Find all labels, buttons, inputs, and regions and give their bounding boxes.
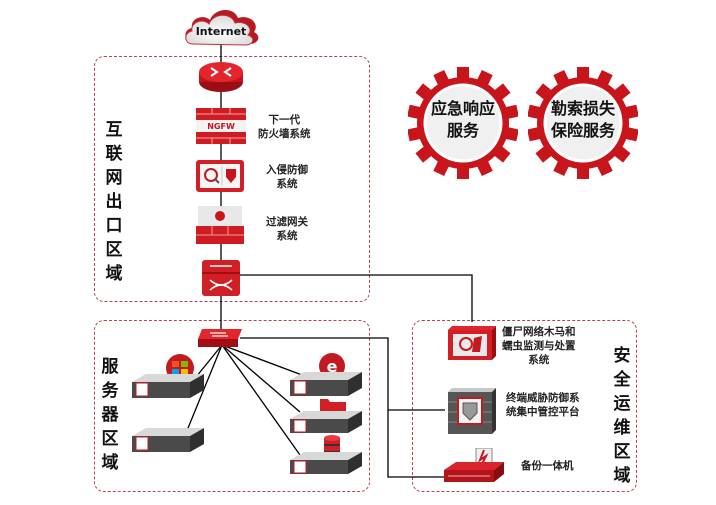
shield-badge-icon bbox=[293, 419, 307, 433]
ngfw-label: 下一代 防火墙系统 bbox=[258, 114, 311, 140]
shield-badge-icon bbox=[135, 436, 149, 451]
botnet-trojan-monitor-icon bbox=[448, 326, 496, 360]
core-switch-icon bbox=[202, 260, 240, 296]
server-3: e bbox=[290, 353, 362, 396]
wire-backup-branch bbox=[387, 410, 445, 478]
server-switch-icon bbox=[198, 329, 242, 347]
botnet-label: 僵尸网络木马和 蠕虫监测与处置 系统 bbox=[502, 326, 576, 366]
server-1 bbox=[132, 354, 204, 398]
shield-badge-icon bbox=[135, 382, 149, 397]
gateway-label: 过滤网关 系统 bbox=[266, 216, 308, 242]
service-ransomware-insurance: 勒索损失 保险服务 bbox=[550, 99, 615, 140]
zone-server bbox=[94, 320, 370, 492]
backup-appliance-icon bbox=[444, 448, 504, 482]
internet-label: Internet bbox=[195, 25, 247, 38]
wire-switch-server-4 bbox=[221, 344, 301, 413]
edr-label: 终端威胁防御系 统集中管控平台 bbox=[506, 392, 580, 418]
filter-gateway-icon bbox=[196, 206, 244, 244]
zone-label-server: 服 务 器 区 域 bbox=[101, 357, 119, 473]
zone-security-ops bbox=[412, 320, 637, 492]
svg-text:e: e bbox=[327, 357, 338, 376]
server-5 bbox=[290, 435, 362, 474]
shield-badge-icon bbox=[293, 460, 307, 474]
server-4 bbox=[290, 399, 362, 433]
wire-switch-server-1 bbox=[195, 344, 223, 378]
edr-management-platform-icon bbox=[448, 388, 496, 434]
windows-icon-flag bbox=[172, 361, 188, 375]
service-emergency-response: 应急响应 服务 bbox=[430, 99, 495, 140]
ips-intrusion-prevention-icon bbox=[196, 160, 244, 192]
ips-label: 入侵防御 系统 bbox=[266, 164, 308, 190]
shield-badge-icon bbox=[293, 380, 307, 395]
ngfw-firewall-icon: NGFW bbox=[196, 108, 246, 144]
wire-core-switch-botnet bbox=[240, 274, 473, 322]
wire-switch-server-3 bbox=[221, 344, 303, 376]
zone-internet-exit bbox=[94, 56, 370, 302]
router-icon bbox=[199, 62, 243, 92]
wire-switch-server-5 bbox=[221, 344, 301, 456]
backup-label: 备份一体机 bbox=[521, 460, 574, 472]
zone-label-internet-exit: 互 联 网 出 口 区 域 bbox=[105, 120, 123, 284]
wire-server-switch-security bbox=[240, 337, 445, 411]
zone-label-security-ops: 安 全 运 维 区 域 bbox=[613, 346, 631, 486]
internet-cloud-icon bbox=[185, 9, 259, 46]
gear-emergency-response-icon bbox=[408, 67, 518, 179]
gear-ransomware-insurance-icon bbox=[528, 67, 638, 179]
ngfw-badge-text: NGFW bbox=[207, 122, 235, 131]
server-2 bbox=[132, 428, 204, 452]
